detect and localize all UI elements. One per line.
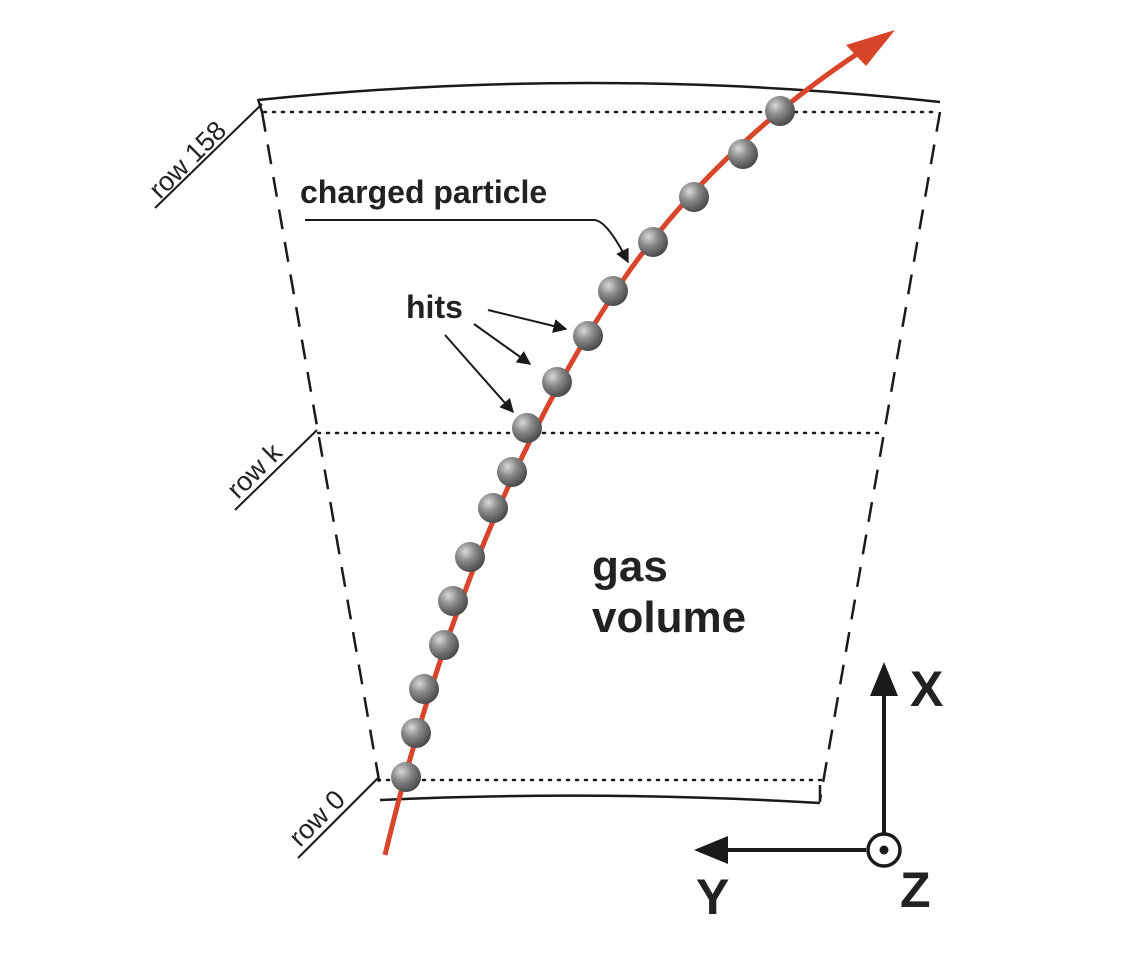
left-side-dashed [260, 111, 382, 787]
hit [598, 276, 628, 306]
track-arrowhead [846, 30, 895, 66]
hit [765, 96, 795, 126]
row-158-text: row 158 [143, 115, 232, 204]
pad-rows [262, 110, 937, 782]
hits-annotation: hits [406, 289, 568, 414]
gas-volume-label: gas volume [592, 542, 746, 642]
hits-group [391, 96, 795, 792]
gas-label-line1: gas [592, 542, 668, 591]
hit [401, 718, 431, 748]
charged-particle-annotation: charged particle [300, 174, 629, 264]
bottom-boundary-curve [379, 794, 821, 805]
particle-track [382, 30, 895, 856]
y-axis-arrow-icon [694, 836, 728, 864]
y-axis-label: Y [696, 869, 729, 925]
hit [679, 182, 709, 212]
top-boundary-curve [257, 81, 941, 104]
coordinate-axes: X Y Z [694, 661, 943, 925]
hit [455, 542, 485, 572]
track-line [382, 49, 862, 856]
x-axis-label: X [910, 661, 943, 717]
hit [638, 227, 668, 257]
z-axis-label: Z [900, 862, 931, 918]
hits-label: hits [406, 289, 463, 325]
hit [728, 139, 758, 169]
x-axis-arrow-icon [870, 662, 898, 696]
row-label-0: row 0 [283, 777, 379, 859]
gas-label-line2: volume [592, 593, 746, 642]
row-label-k: row k [221, 429, 318, 511]
hit [512, 413, 542, 443]
row-0-text: row 0 [283, 784, 351, 852]
hit [409, 674, 439, 704]
hit [438, 586, 468, 616]
hit [391, 762, 421, 792]
row-k-text: row k [221, 437, 288, 504]
charged-particle-label: charged particle [300, 174, 547, 210]
hit [478, 493, 508, 523]
row-label-158: row 158 [143, 103, 263, 209]
right-side-dashed [818, 111, 942, 801]
hit [542, 367, 572, 397]
hit [573, 321, 603, 351]
hit [429, 630, 459, 660]
hit [497, 457, 527, 487]
